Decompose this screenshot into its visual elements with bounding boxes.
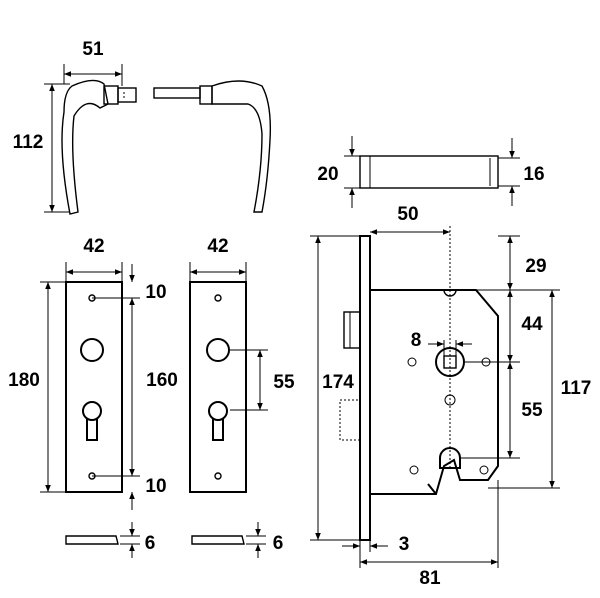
dim-label: 50 (397, 204, 418, 225)
dim-label: 112 (13, 132, 44, 153)
dim-plate-right-width: 42 (189, 236, 247, 282)
dim-plate-right-spacing: 55 (230, 349, 295, 411)
dim-label: 44 (521, 314, 543, 335)
dim-handle-width: 51 (63, 39, 123, 86)
dim-label: 3 (399, 534, 410, 555)
dim-label: 29 (525, 256, 546, 277)
dim-total-height: 117 (488, 290, 592, 489)
escutcheon-plate-left (65, 281, 123, 493)
dim-plate-left-holes: 160 10 10 (92, 264, 178, 510)
dim-rose-diameter: 20 (317, 136, 362, 208)
dim-label: 117 (561, 378, 592, 399)
dim-label: 10 (145, 476, 166, 497)
dim-label: 10 (145, 282, 166, 303)
dim-label: 20 (317, 164, 338, 185)
spindle-rose (359, 155, 499, 189)
dim-label: 160 (146, 370, 178, 391)
dim-plate-left-height: 180 (8, 281, 66, 493)
dim-backset: 50 (370, 204, 450, 235)
dim-label: 81 (419, 568, 441, 589)
dim-label: 55 (521, 400, 543, 421)
escutcheon-plate-right (189, 281, 247, 493)
dim-label: 6 (145, 533, 156, 554)
plate-left-section: 6 (65, 522, 156, 558)
mortise-lock-body (339, 226, 499, 541)
dim-square: 8 (411, 330, 472, 356)
dim-label: 180 (8, 370, 40, 391)
lever-handle-right (153, 80, 272, 213)
dim-body-depth: 81 (359, 480, 499, 589)
dim-label: 51 (82, 39, 104, 60)
dim-label: 55 (273, 372, 295, 393)
dim-label: 6 (273, 533, 284, 554)
plate-right-section: 6 (191, 522, 284, 558)
dim-handle-height: 112 (13, 83, 70, 213)
dim-rose-inner: 16 (498, 138, 545, 206)
dim-spindle-cylinder: 55 (460, 362, 543, 459)
dim-top-spindle: 29 (476, 235, 560, 291)
dim-spindle-offset: 44 (464, 290, 543, 363)
lever-handle-left (61, 79, 137, 215)
dim-label: 174 (322, 372, 354, 393)
dim-label: 42 (83, 236, 104, 257)
dim-label: 16 (523, 164, 544, 185)
dim-faceplate-thickness: 3 (342, 534, 409, 555)
dim-label: 8 (411, 330, 422, 351)
dim-label: 42 (207, 236, 228, 257)
dim-faceplate-height: 174 (310, 235, 360, 541)
dim-plate-left-width: 42 (65, 236, 123, 282)
